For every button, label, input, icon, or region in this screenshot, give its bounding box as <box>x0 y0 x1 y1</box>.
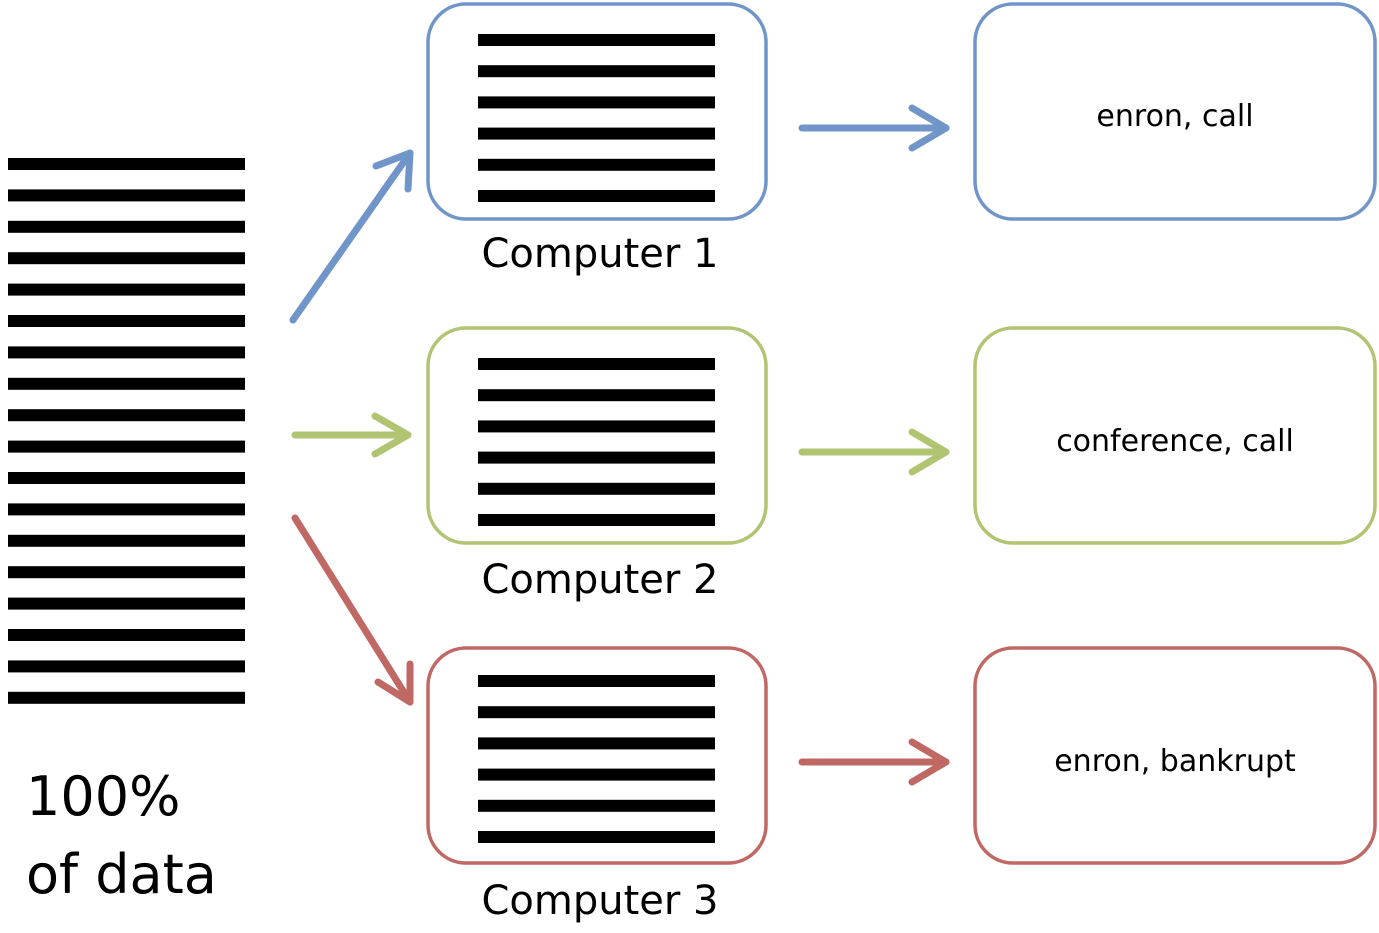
computer-data-line <box>478 420 715 433</box>
computer-data-line <box>478 737 715 750</box>
computer-data-line <box>478 831 715 843</box>
source-data-block <box>8 158 245 704</box>
computer-data-line <box>478 514 715 526</box>
computer-2-data-lines <box>478 358 715 526</box>
computer-data-line <box>478 65 715 78</box>
computer-data-line <box>478 34 715 46</box>
computer-data-line <box>478 127 715 140</box>
source-data-line <box>8 315 245 327</box>
result-1-group: enron, call <box>973 2 1377 221</box>
result-2-label: conference, call <box>1056 424 1294 459</box>
result-3-group: enron, bankrupt <box>973 646 1377 865</box>
computer-data-line <box>478 389 715 402</box>
result-arrow-3 <box>798 738 950 786</box>
result-1-box <box>973 2 1377 221</box>
result-3-box <box>973 646 1377 865</box>
source-data-line <box>8 189 245 202</box>
source-data-line <box>8 534 245 547</box>
computer-data-line <box>478 451 715 464</box>
computer-3-group: Computer 3 <box>426 646 768 924</box>
computer-1-label: Computer 1 <box>481 231 718 277</box>
computer-data-line <box>478 768 715 781</box>
computer-2-group: Computer 2 <box>426 326 768 603</box>
computer-data-line <box>478 96 715 109</box>
result-2-group: conference, call <box>973 326 1377 545</box>
computer-data-line <box>478 358 715 370</box>
source-data-line <box>8 566 245 579</box>
computer-data-line <box>478 675 715 687</box>
computer-data-line <box>478 799 715 812</box>
source-data-line <box>8 472 245 484</box>
result-2-box <box>973 326 1377 545</box>
source-data-line <box>8 629 245 641</box>
result-arrow-2 <box>798 428 950 476</box>
source-data-line <box>8 440 245 453</box>
source-of-data-label: of data <box>26 843 217 906</box>
source-data-line <box>8 346 245 359</box>
split-arrow-computer-2 <box>291 412 412 458</box>
source-data-line <box>8 158 245 170</box>
computer-3-data-lines <box>478 675 715 843</box>
source-data-line <box>8 252 245 265</box>
computer-data-line <box>478 706 715 719</box>
computer-data-line <box>478 190 715 202</box>
source-data-line <box>8 220 245 233</box>
source-data-line <box>8 597 245 610</box>
source-data-line <box>8 283 245 296</box>
source-data-line <box>8 377 245 390</box>
computer-3-label: Computer 3 <box>481 878 718 924</box>
result-1-label: enron, call <box>1096 99 1253 134</box>
computer-1-data-lines <box>478 34 715 202</box>
computer-data-line <box>478 158 715 171</box>
computer-2-label: Computer 2 <box>481 557 718 603</box>
source-data-line <box>8 409 245 422</box>
result-3-label: enron, bankrupt <box>1054 744 1296 779</box>
computer-data-line <box>478 482 715 495</box>
split-arrow-computer-3 <box>291 514 414 706</box>
source-percent-label: 100% <box>26 765 180 828</box>
computer-1-group: Computer 1 <box>426 2 768 277</box>
result-arrow-1 <box>798 104 950 152</box>
source-data-line <box>8 691 245 704</box>
split-arrow-computer-1 <box>289 149 414 324</box>
source-data-line <box>8 660 245 673</box>
source-data-line <box>8 503 245 516</box>
